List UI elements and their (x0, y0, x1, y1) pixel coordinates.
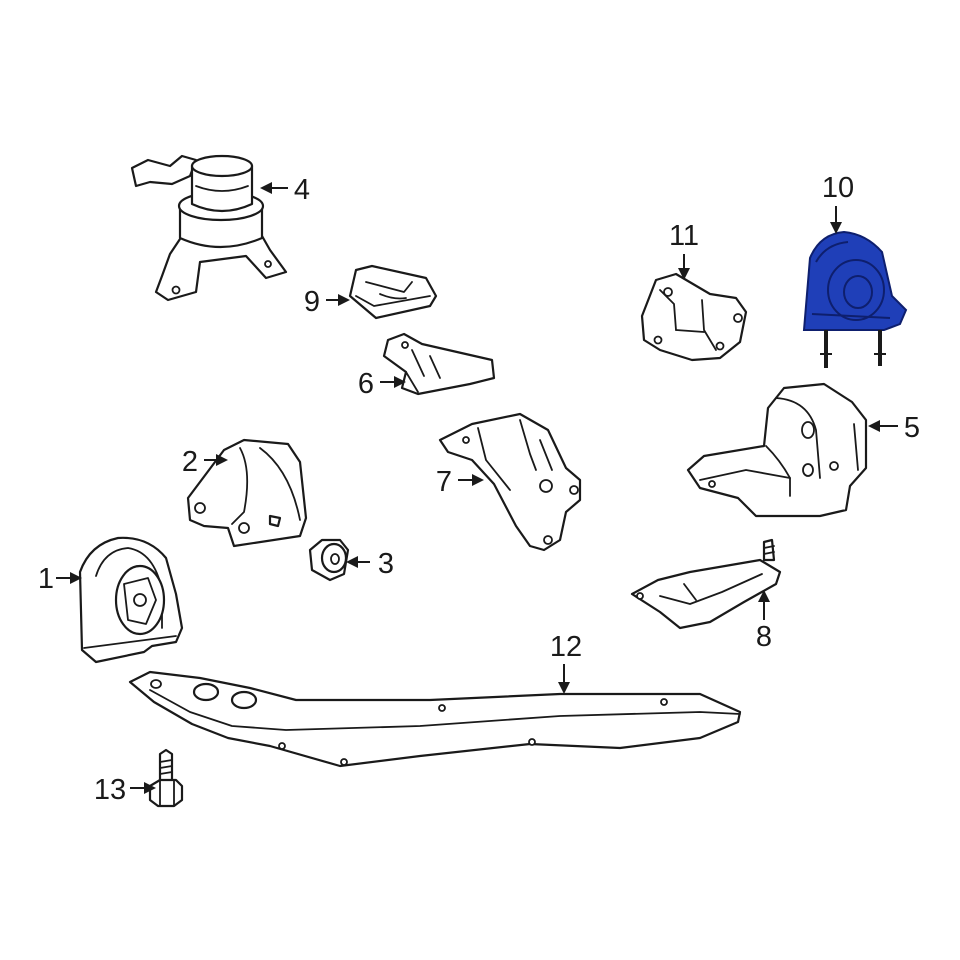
part-8-bracket[interactable] (630, 538, 782, 630)
callout-4: 4 (294, 174, 310, 206)
callout-13: 13 (94, 774, 126, 806)
leader-lines (56, 182, 898, 794)
part-10-mount-highlighted[interactable] (802, 230, 908, 368)
callout-10: 10 (822, 172, 854, 204)
callout-3: 3 (378, 548, 394, 580)
callout-6: 6 (358, 368, 374, 400)
callout-11: 11 (669, 220, 699, 252)
part-6-bracket[interactable] (382, 332, 496, 396)
callout-1: 1 (38, 563, 54, 595)
callout-labels: 1 2 3 4 5 6 7 8 9 10 11 12 13 (38, 172, 920, 806)
part-5-transmission-mount[interactable] (686, 382, 868, 518)
part-7-mount-bracket[interactable] (438, 412, 582, 552)
callout-7: 7 (436, 466, 452, 498)
part-4-engine-mount[interactable] (130, 154, 288, 302)
part-11-mount-bracket[interactable] (640, 272, 748, 362)
part-2-bracket[interactable] (186, 438, 308, 548)
callout-8: 8 (756, 621, 772, 653)
callout-12: 12 (550, 631, 582, 663)
part-13-bolt[interactable] (148, 748, 184, 808)
part-9-bracket[interactable] (348, 264, 438, 320)
callout-2: 2 (182, 446, 198, 478)
callout-9: 9 (304, 286, 320, 318)
part-1-front-mount[interactable] (78, 536, 184, 664)
callout-5: 5 (904, 412, 920, 444)
part-12-crossmember[interactable] (128, 670, 742, 768)
part-3-bushing[interactable] (308, 538, 350, 582)
